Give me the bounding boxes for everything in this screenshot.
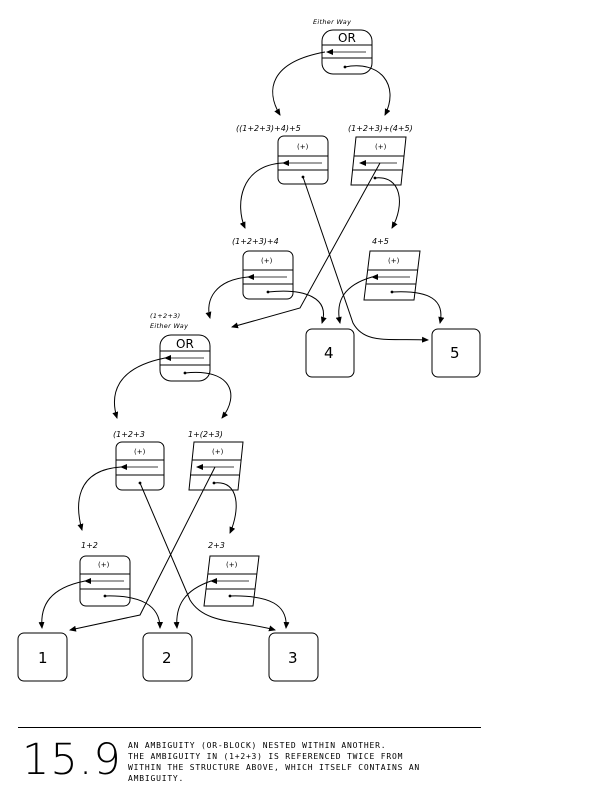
or2-label-2: Either Way: [150, 322, 188, 330]
leaf-2: 2: [142, 632, 193, 682]
connectors: [38, 51, 445, 632]
node-h-op: (+): [226, 561, 238, 569]
caption-line-3: within the structure above, which itself…: [128, 763, 421, 772]
or2-label-1: (1+2+3): [150, 312, 180, 320]
nested-or-block: OR: [159, 334, 211, 382]
leaf-4-text: 4: [324, 344, 334, 362]
node-b-block: (+): [350, 136, 407, 186]
leaf-3: 3: [268, 632, 319, 682]
node-g-op: (+): [98, 561, 110, 569]
node-b-label: (1+2+3)+(4+5): [348, 124, 413, 133]
figure-number: 15.9: [22, 735, 122, 785]
leaf-5-text: 5: [450, 344, 460, 362]
arrow-f-to-h: [212, 481, 237, 534]
arrow-d-to-4: [335, 276, 373, 324]
caption-line-4: ambiguity.: [128, 774, 185, 783]
arrow-g-to-2: [103, 594, 163, 629]
top-or-label: Either Way: [313, 18, 351, 26]
node-a-block: (+): [277, 135, 329, 185]
arrow-or-to-a: [272, 51, 326, 116]
node-d-label: 4+5: [372, 237, 389, 246]
arrow-or-to-b: [343, 65, 391, 116]
node-h-block: (+): [203, 555, 260, 607]
node-b-op: (+): [375, 143, 387, 151]
arrow-c-to-4: [266, 290, 327, 324]
leaf-5: 5: [431, 328, 481, 378]
arrow-c-to-nested-or: [205, 276, 249, 319]
leaf-2-text: 2: [162, 649, 172, 667]
figure-caption: An ambiguity (OR-block) nested within an…: [128, 740, 488, 784]
arrow-h-to-3: [228, 594, 290, 629]
caption-line-2: The ambiguity in (1+2+3) is referenced t…: [128, 752, 404, 761]
node-d-op: (+): [388, 257, 400, 265]
caption-divider: [18, 727, 481, 728]
nested-or-text: OR: [176, 337, 194, 351]
node-e-block: (+): [115, 441, 165, 491]
leaf-1: 1: [17, 632, 68, 682]
arrow-a-to-c: [239, 162, 284, 229]
node-h-label: 2+3: [208, 541, 225, 550]
top-or-text: OR: [338, 31, 356, 45]
node-g-block: (+): [79, 555, 131, 607]
leaf-4: 4: [305, 328, 355, 378]
caption-line-1: An ambiguity (OR-block) nested within an…: [128, 741, 387, 750]
node-f-op: (+): [212, 448, 224, 456]
node-g-label: 1+2: [81, 541, 98, 550]
leaf-1-text: 1: [38, 649, 48, 667]
node-e-label: (1+2+3: [113, 430, 145, 439]
arrow-h-to-2: [173, 580, 212, 629]
arrow-d-to-5: [390, 290, 445, 324]
arrow-e-to-g: [77, 466, 122, 531]
arrow-g-to-1: [38, 580, 86, 629]
arrow-nested-or-to-f: [183, 371, 232, 419]
node-c-op: (+): [261, 257, 273, 265]
leaf-3-text: 3: [288, 649, 298, 667]
arrow-nested-or-to-e: [112, 357, 166, 419]
node-c-label: (1+2+3)+4: [232, 237, 279, 246]
top-or-block: OR: [321, 29, 373, 75]
arrow-a-to-5: [301, 175, 429, 343]
node-a-label: ((1+2+3)+4)+5: [236, 124, 301, 133]
node-f-label: 1+(2+3): [188, 430, 223, 439]
node-e-op: (+): [134, 448, 146, 456]
node-c-block: (+): [242, 250, 294, 300]
node-a-op: (+): [297, 143, 309, 151]
arrow-b-to-d: [373, 176, 400, 229]
